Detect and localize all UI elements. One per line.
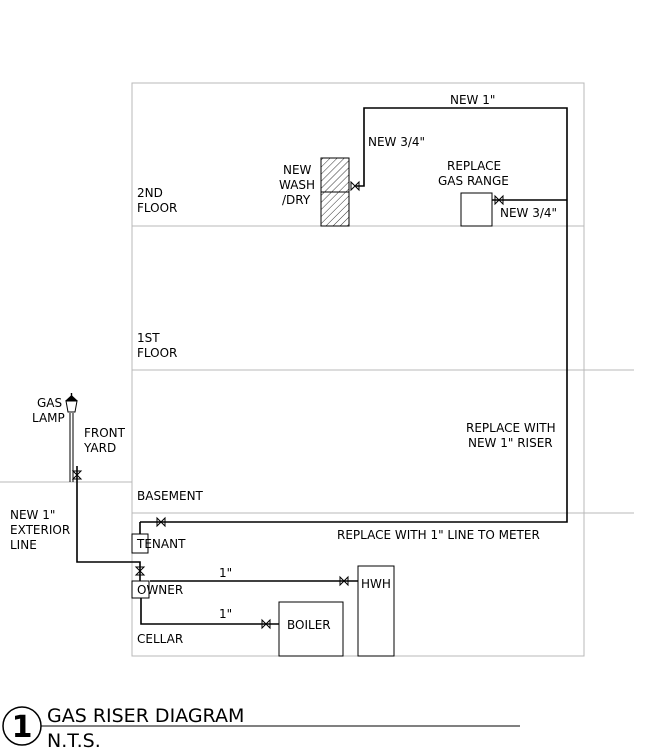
diagram-title: GAS RISER DIAGRAM: [47, 705, 244, 727]
exterior-line-pipe: [76, 466, 141, 581]
washer-dryer-stack: [320, 157, 350, 227]
meter-line-label: REPLACE WITH 1" LINE TO METER: [337, 528, 540, 542]
boiler-branch-pipe: [140, 598, 279, 625]
hot-water-heater: [357, 565, 395, 657]
owner-meter: [131, 580, 150, 599]
washer-pipe-label: NEW 3/4": [368, 135, 425, 149]
valves: [71, 180, 504, 630]
building-outline: [0, 82, 634, 657]
boiler: [278, 601, 344, 657]
boiler-pipe-size-label: 1": [219, 607, 232, 621]
owner-valve-icon: [134, 566, 146, 576]
title-block: 1 GAS RISER DIAGRAM N.T.S.: [2, 705, 520, 750]
diagram-scale: N.T.S.: [47, 730, 101, 750]
tenant-meter-label: TENANT: [136, 537, 186, 551]
range-pipe-label: NEW 3/4": [500, 206, 557, 220]
gas-lamp-icon: [65, 393, 78, 482]
tenant-meter: [131, 533, 149, 554]
boiler-label: BOILER: [287, 618, 331, 632]
hwh-valve-icon: [339, 575, 349, 587]
range-valve-icon: [494, 194, 504, 206]
boiler-valve-icon: [261, 618, 271, 630]
hwh-label: HWH: [361, 577, 391, 591]
hwh-pipe-size-label: 1": [219, 566, 232, 580]
top-pipe-label: NEW 1": [450, 93, 495, 107]
main-riser-pipe: [162, 107, 568, 523]
detail-number: 1: [12, 710, 33, 745]
gas-range: [460, 192, 493, 227]
owner-meter-label: OWNER: [137, 583, 183, 597]
tenant-valve-icon: [156, 516, 166, 528]
basement-label: BASEMENT: [137, 489, 204, 503]
washer-valve-icon: [350, 180, 360, 192]
cellar-label: CELLAR: [137, 632, 183, 646]
